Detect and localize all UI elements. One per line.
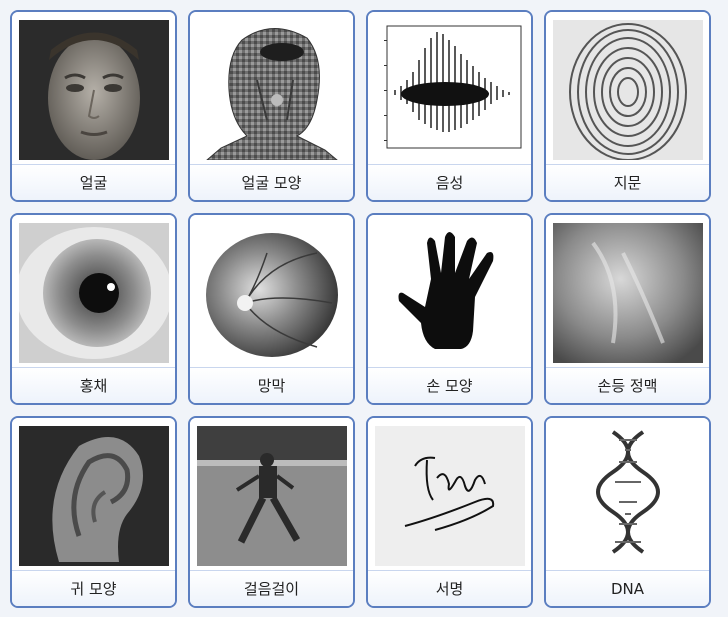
biometric-card-ear: 귀 모양	[10, 416, 177, 608]
ear-icon	[12, 418, 175, 570]
voice-waveform-icon	[368, 12, 531, 164]
biometric-card-hand: 손 모양	[366, 213, 533, 405]
biometric-card-voice: 음성	[366, 10, 533, 202]
biometric-card-retina: 망막	[188, 213, 355, 405]
card-label: 얼굴	[12, 164, 175, 200]
card-label: 지문	[546, 164, 709, 200]
signature-icon	[368, 418, 531, 570]
hand-vein-icon	[546, 215, 709, 367]
biometric-card-gait: 걸음걸이	[188, 416, 355, 608]
biometric-card-fingerprint: 지문	[544, 10, 711, 202]
card-label: 음성	[368, 164, 531, 200]
card-label: 손 모양	[368, 367, 531, 403]
card-label: 손등 정맥	[546, 367, 709, 403]
retina-icon	[190, 215, 353, 367]
face-photo-icon	[12, 12, 175, 164]
biometric-card-hand-vein: 손등 정맥	[544, 213, 711, 405]
dna-helix-icon	[546, 418, 709, 570]
biometric-card-face: 얼굴	[10, 10, 177, 202]
hand-silhouette-icon	[368, 215, 531, 367]
biometric-card-face-thermogram: 얼굴 모양	[188, 10, 355, 202]
card-label: 얼굴 모양	[190, 164, 353, 200]
fingerprint-icon	[546, 12, 709, 164]
card-label: 망막	[190, 367, 353, 403]
card-label: 서명	[368, 570, 531, 606]
biometric-grid: 얼굴 얼굴 모양	[10, 10, 718, 608]
card-label: 걸음걸이	[190, 570, 353, 606]
biometric-card-dna: DNA	[544, 416, 711, 608]
iris-icon	[12, 215, 175, 367]
biometric-card-iris: 홍채	[10, 213, 177, 405]
gait-walking-icon	[190, 418, 353, 570]
card-label: 홍채	[12, 367, 175, 403]
card-label: 귀 모양	[12, 570, 175, 606]
biometric-card-signature: 서명	[366, 416, 533, 608]
face-thermogram-icon	[190, 12, 353, 164]
card-label: DNA	[546, 570, 709, 606]
